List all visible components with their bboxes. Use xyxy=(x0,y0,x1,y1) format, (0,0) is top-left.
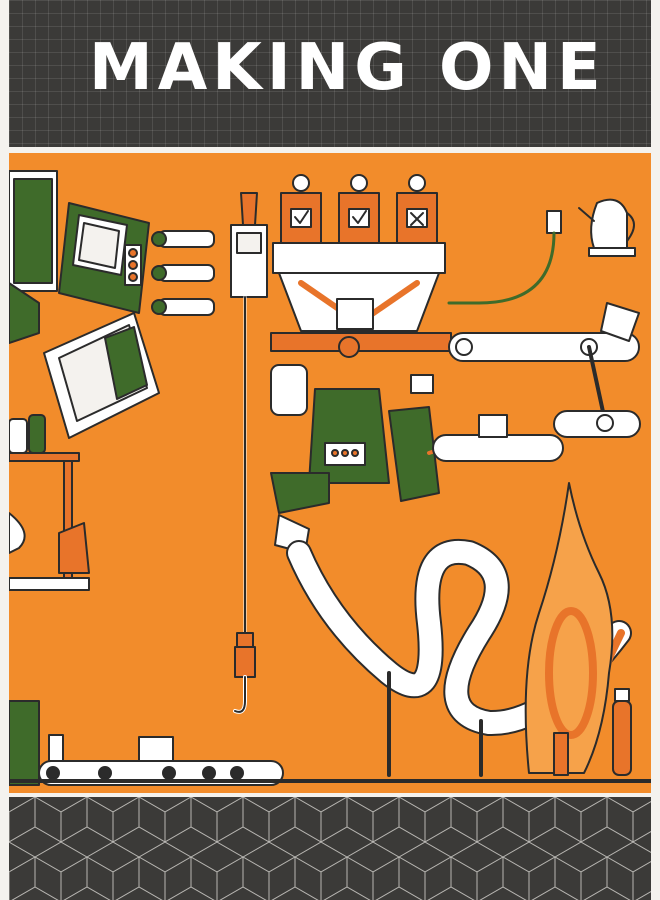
crane-column xyxy=(230,192,268,714)
page-title: MAKING ONE xyxy=(89,31,606,105)
upper-conveyor xyxy=(270,302,641,438)
kettle xyxy=(447,198,636,305)
machine-illustration xyxy=(9,153,651,793)
hexagon-grid-svg xyxy=(9,797,651,900)
fire-extinguisher xyxy=(612,688,632,776)
header-banner: MAKING ONE xyxy=(9,0,651,147)
pipe-connectors xyxy=(151,230,215,316)
illustration-svg xyxy=(9,170,651,786)
footer-pattern xyxy=(9,797,651,900)
inspection-stations xyxy=(272,174,446,332)
bottom-conveyor xyxy=(9,700,651,786)
green-assembler xyxy=(270,364,564,554)
white-screen-tilted xyxy=(43,312,160,439)
green-monitor xyxy=(58,202,150,314)
left-shelf xyxy=(9,414,90,591)
flame-ring xyxy=(524,482,614,776)
left-monitor-stack xyxy=(9,170,58,344)
